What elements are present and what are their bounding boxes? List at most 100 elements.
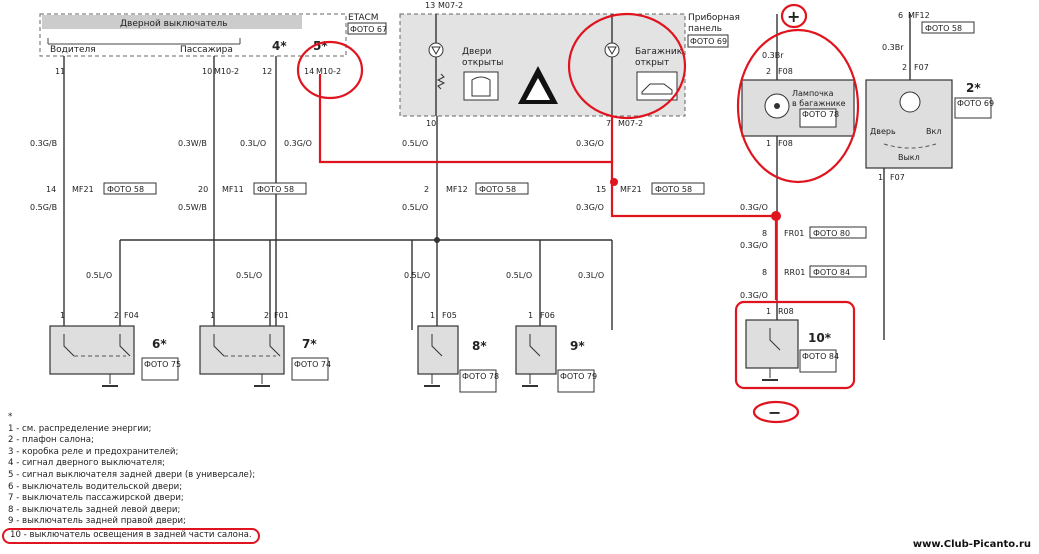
connector-label: F06 <box>540 311 555 320</box>
pin-label: 13 <box>425 1 435 10</box>
pin-label: 1 <box>60 311 65 320</box>
legend-star: * <box>8 412 13 422</box>
legend-item: 2 - плафон салона; <box>8 435 94 446</box>
connector-label: F08 <box>778 67 793 76</box>
panel-label: Приборная <box>688 13 740 23</box>
foto-box: ФОТО 74 <box>294 360 331 369</box>
connector-label: F01 <box>274 311 289 320</box>
foto-box: ФОТО 79 <box>560 372 597 381</box>
wire-label: 0.5G/B <box>30 203 57 212</box>
pin-label: 12 <box>262 67 272 76</box>
wire-label: 0.3G/O <box>740 241 768 250</box>
dome-foto: ФОТО 69 <box>957 99 994 108</box>
pin-label: 2 <box>114 311 119 320</box>
trunk-open-label: Багажник <box>635 47 683 57</box>
foto-box: ФОТО 58 <box>655 185 692 194</box>
wire-label: 0.3G/B <box>30 139 57 148</box>
connector-label: F04 <box>124 311 139 320</box>
pin-label: 1 <box>766 139 771 148</box>
ref-4: 4* <box>272 39 287 53</box>
highlight-ring <box>296 40 364 100</box>
legend-item: 8 - выключатель задней левой двери; <box>8 504 181 515</box>
doors-open-label-2: открыты <box>462 58 503 68</box>
legend-item: 5 - сигнал выключателя задней двери (в у… <box>8 469 256 480</box>
switch-8: ФОТО 78 8* 1 F05 <box>417 311 499 393</box>
wire-label: 0.5L/O <box>86 271 112 280</box>
wire-label: 0.3Br <box>762 51 784 60</box>
pin-label: 1 <box>210 311 215 320</box>
connector-label: F05 <box>442 311 457 320</box>
foto-box: ФОТО 84 <box>813 268 850 277</box>
foto-box: ФОТО 78 <box>462 372 499 381</box>
foto-box: ФОТО 80 <box>813 229 850 238</box>
dome-door-label: Дверь <box>870 127 896 136</box>
connector-label: MF21 <box>620 185 642 194</box>
wire-label: 0.3G/O <box>576 203 604 212</box>
wire-label: 0.5L/O <box>404 271 430 280</box>
pin-label: 2 <box>766 67 771 76</box>
wire-labels: 0.3G/B 0.3W/B 0.3L/O 0.3G/O 0.5L/O 0.3G/… <box>30 139 867 300</box>
etacm-foto: ФОТО 67 <box>350 25 387 34</box>
highlight-box <box>734 300 856 390</box>
red-annotations: + − <box>296 3 860 424</box>
wire-label: 0.3G/O <box>740 203 768 212</box>
switch-9: ФОТО 79 9* 1 F06 <box>515 311 597 393</box>
pin-label: 2 <box>902 63 907 72</box>
connector-label: MF11 <box>222 185 244 194</box>
switch-6: ФОТО 75 6* 1 2 F04 <box>49 311 181 387</box>
connector-label: MF12 <box>446 185 468 194</box>
plus-mark: + <box>787 7 800 26</box>
pin-label: 2 <box>264 311 269 320</box>
trunk-lamp-block: Лампочка в багажнике ФОТО 78 0.3Br 2 F08… <box>741 51 855 148</box>
panel-label-2: панель <box>688 24 722 34</box>
wire-label: 0.5W/B <box>178 203 207 212</box>
connector-label: MF12 <box>908 11 930 20</box>
connector-label: F08 <box>778 139 793 148</box>
foto-box: ФОТО 58 <box>107 185 144 194</box>
switch-10: ФОТО 84 10* 1 R08 <box>745 307 839 381</box>
pin-label: 15 <box>596 185 606 194</box>
legend-item: 1 - см. распределение энергии; <box>8 423 152 434</box>
pin-label: 6 <box>898 11 903 20</box>
wire-label: 0.3W/B <box>178 139 207 148</box>
driver-label: Водителя <box>50 45 96 55</box>
doors-open-label: Двери <box>462 47 492 57</box>
connector-label: M07-2 <box>438 1 463 10</box>
wire-label: 0.5L/O <box>402 139 428 148</box>
wire-label: 0.3G/O <box>284 139 312 148</box>
connector-label: M07-2 <box>618 119 643 128</box>
ref-9: 9* <box>570 339 585 353</box>
wire-label: 0.5L/O <box>506 271 532 280</box>
pin-label: 10 <box>202 67 212 76</box>
legend-item: 7 - выключатель пассажирской двери; <box>8 493 184 504</box>
passenger-label: Пассажира <box>180 45 233 55</box>
wire-label: 0.3G/O <box>740 291 768 300</box>
pin-label: 1 <box>766 307 771 316</box>
pin-label: 8 <box>762 268 767 277</box>
dome-off-label: Выкл <box>898 153 920 162</box>
minus-ring <box>752 400 800 424</box>
pin-label: 1 <box>878 173 883 182</box>
ref-2: 2* <box>966 81 981 95</box>
etacm-label: ETACM <box>348 13 379 23</box>
connector-label: F07 <box>914 63 929 72</box>
ref-6: 6* <box>152 337 167 351</box>
wire-label: 0.3L/O <box>240 139 266 148</box>
trunk-lamp-label: Лампочка <box>792 89 834 98</box>
pin-label: 14 <box>304 67 314 76</box>
pin-label: 20 <box>198 185 208 194</box>
foto-box: ФОТО 58 <box>925 24 962 33</box>
watermark: www.Club-Picanto.ru <box>912 539 1031 550</box>
ref-8: 8* <box>472 339 487 353</box>
foto-box: ФОТО 84 <box>802 352 839 361</box>
door-switch-title: Дверной выключатель <box>120 19 228 29</box>
pin-label: 8 <box>762 229 767 238</box>
connector-label: MF21 <box>72 185 94 194</box>
pin-label: 1 <box>430 311 435 320</box>
foto-box: ФОТО 75 <box>144 360 181 369</box>
wire-label: 0.3Br <box>882 43 904 52</box>
ref-7: 7* <box>302 337 317 351</box>
legend-item-highlighted: 10 - выключатель освещения в задней част… <box>2 527 260 544</box>
pin-label: 10 <box>426 119 436 128</box>
